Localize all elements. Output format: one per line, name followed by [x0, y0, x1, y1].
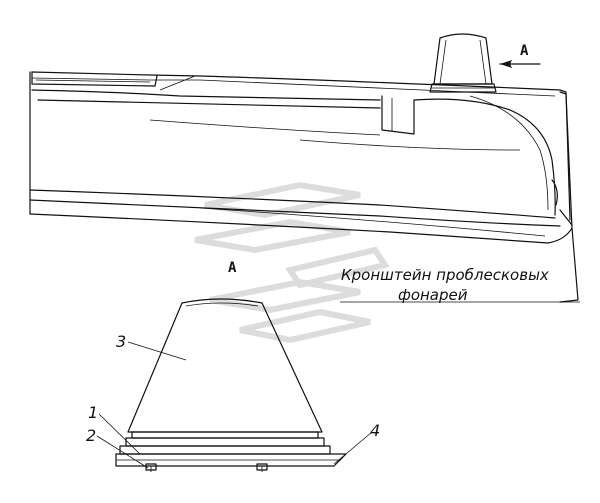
bracket-label-line1: Кронштейн проблесковых [341, 266, 549, 284]
flashing-beacon-view-a [115, 298, 347, 472]
part-label-2: 2 [86, 426, 96, 445]
part-callouts: 3 1 2 4 [86, 332, 380, 469]
roof-beacon-lamp [429, 33, 497, 93]
cab-roof-panel [29, 71, 579, 303]
view-arrow-a: А [499, 43, 541, 68]
part-label-4: 4 [370, 421, 380, 440]
bracket-callout: Кронштейн проблесковых фонарей [340, 266, 580, 304]
part-label-1: 1 [88, 403, 98, 422]
watermark-logo [194, 181, 390, 344]
bracket-label-line2: фонарей [398, 286, 468, 304]
part-label-3: 3 [116, 332, 126, 351]
view-a-label-top: А [520, 43, 529, 59]
view-a-label-mid: А [228, 260, 237, 276]
